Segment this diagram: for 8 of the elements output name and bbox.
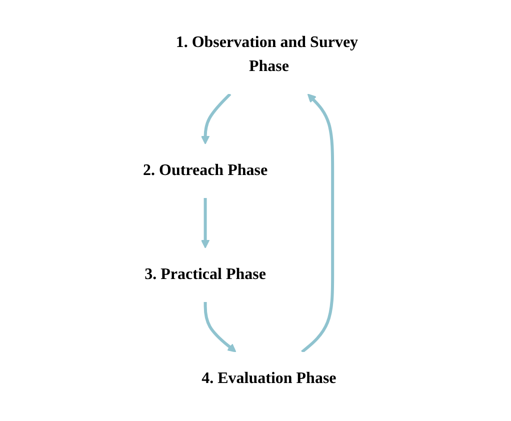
arrow	[200, 198, 210, 248]
node-text: 2. Outreach Phase	[142, 161, 268, 178]
arrow	[300, 93, 334, 353]
node-text: 4. Evaluation Phase	[201, 369, 336, 386]
node-text: 1. Observation and Survey Phase	[175, 34, 358, 74]
arrow	[203, 302, 236, 352]
arrow	[200, 92, 231, 144]
node-text: 3. Practical Phase	[144, 265, 266, 282]
